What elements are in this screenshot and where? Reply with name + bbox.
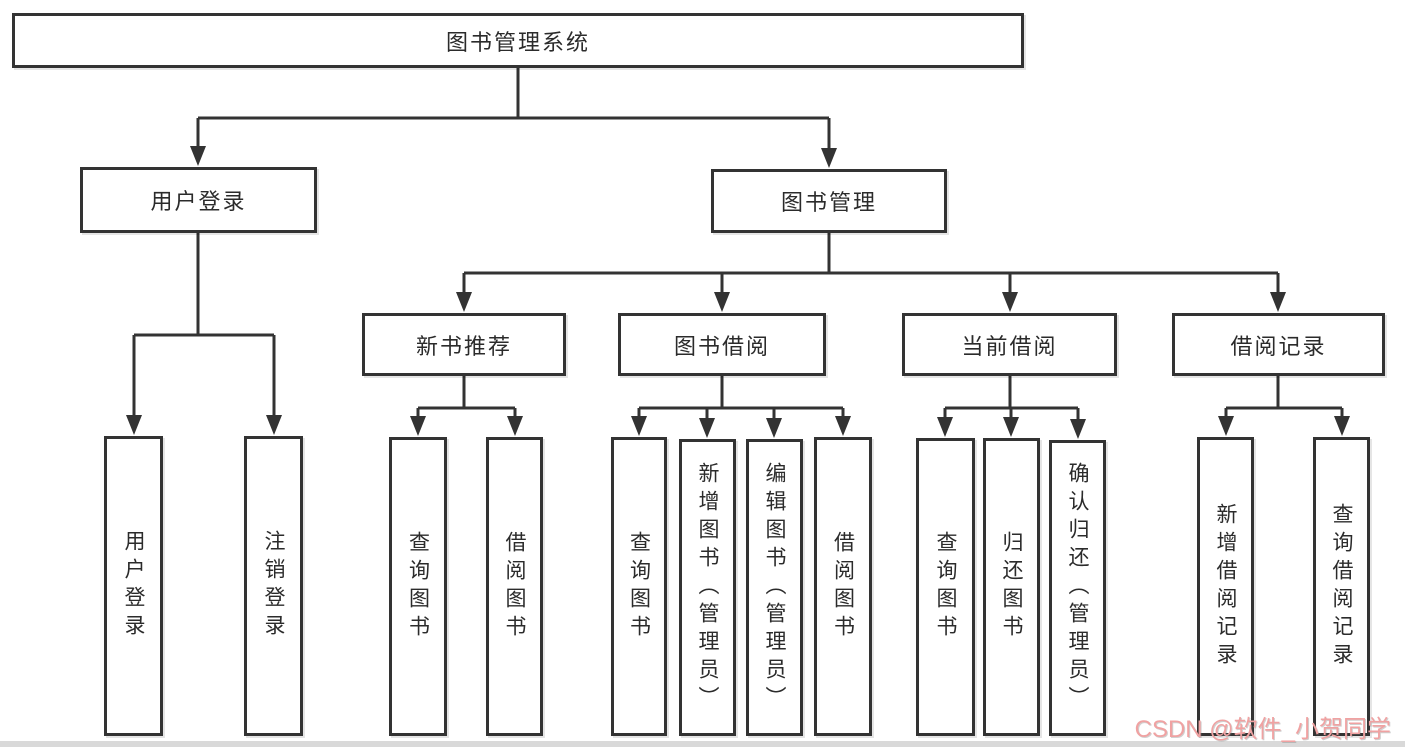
csdn-watermark: CSDN @软件_小贺同学: [1134, 716, 1391, 743]
node-leaf-user-login: 用户登录: [104, 436, 163, 736]
node-book-borrow: 图书借阅: [618, 313, 826, 376]
node-leaf-cb-query-book: 查询图书: [916, 438, 975, 736]
node-user-login: 用户登录: [80, 167, 317, 233]
node-leaf-br-add-record: 新增借阅记录: [1197, 437, 1254, 736]
node-leaf-nbr-borrow-book: 借阅图书: [486, 437, 543, 736]
node-root-system: 图书管理系统: [12, 13, 1024, 68]
bottom-edge-strip: [0, 741, 1405, 747]
node-book-management: 图书管理: [711, 169, 947, 233]
node-leaf-bb-query-book: 查询图书: [611, 437, 667, 736]
node-leaf-bb-edit-book: 编辑图书（管理员）: [746, 439, 803, 736]
arrowheads: [126, 146, 1350, 439]
node-leaf-nbr-query-book: 查询图书: [389, 437, 447, 736]
node-current-borrow: 当前借阅: [902, 313, 1117, 376]
node-leaf-cb-return-book: 归还图书: [983, 438, 1040, 736]
node-borrow-records: 借阅记录: [1172, 313, 1385, 376]
node-new-book-recommend: 新书推荐: [362, 313, 566, 376]
node-leaf-br-query-record: 查询借阅记录: [1313, 437, 1370, 736]
node-leaf-logout: 注销登录: [244, 436, 303, 736]
node-leaf-bb-borrow-book: 借阅图书: [814, 437, 872, 736]
node-leaf-bb-add-book: 新增图书（管理员）: [679, 439, 736, 736]
node-leaf-cb-confirm-return: 确认归还（管理员）: [1049, 440, 1106, 736]
